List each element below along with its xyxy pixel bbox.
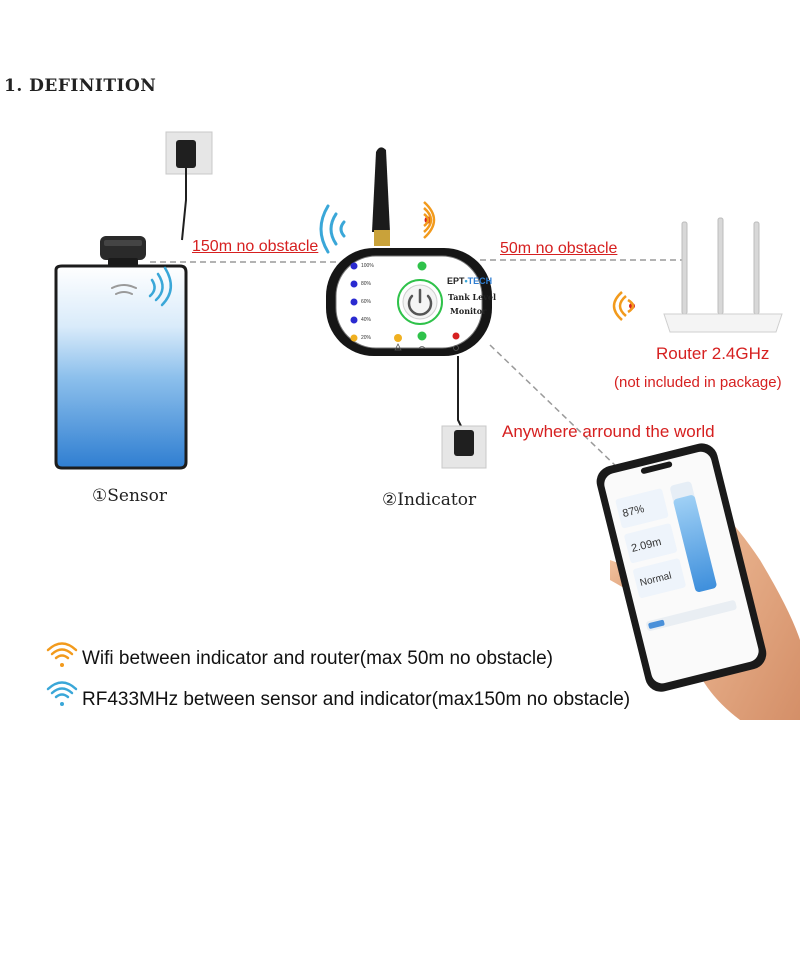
led-alarm xyxy=(394,334,402,342)
router-label: Router 2.4GHz xyxy=(656,344,770,363)
legend-wifi-text: Wifi between indicator and router(max 50… xyxy=(82,648,554,669)
sensor-wave-icon xyxy=(111,266,172,307)
sensor-power-outlet xyxy=(165,131,213,241)
led-top xyxy=(417,261,427,271)
status-leds xyxy=(394,261,460,351)
indicator-caption: ②Indicator xyxy=(382,490,477,510)
sensor-range-label: 150m no obstacle xyxy=(192,238,319,255)
level-label-100: 100% xyxy=(361,263,374,269)
level-label-60: 60% xyxy=(361,299,372,305)
router-note: (not included in package) xyxy=(614,374,782,391)
indicator-power-outlet xyxy=(441,356,487,469)
brand-left: EPT xyxy=(447,276,465,286)
led-100 xyxy=(350,262,358,270)
system-diagram xyxy=(46,131,800,720)
antenna xyxy=(372,147,390,246)
ultrasonic-sensor xyxy=(100,236,146,266)
drop-icon: • xyxy=(464,276,468,286)
legend-wifi-icon xyxy=(46,642,78,667)
legend-rf-icon xyxy=(46,681,78,706)
level-label-80: 80% xyxy=(361,281,372,287)
sensor-caption: ①Sensor xyxy=(92,486,167,506)
legend-rf-text: RF433MHz between sensor and indicator(ma… xyxy=(82,689,631,710)
power-button[interactable] xyxy=(397,279,443,325)
led-80 xyxy=(350,280,358,288)
section-heading: 1. DEFINITION xyxy=(4,76,157,96)
router xyxy=(663,217,783,333)
product-name-line1: Tank Level xyxy=(448,292,497,302)
level-label-40: 40% xyxy=(361,317,372,323)
router-wifi-wave-icon xyxy=(612,291,635,321)
led-40 xyxy=(350,316,358,324)
anywhere-label: Anywhere arround the world xyxy=(502,422,715,441)
brand-label: EPT•TECH xyxy=(447,276,492,286)
brand-right: TECH xyxy=(467,276,493,286)
router-range-label: 50m no obstacle xyxy=(500,240,618,257)
led-power xyxy=(452,332,460,340)
led-20 xyxy=(350,334,358,342)
level-label-20: 20% xyxy=(361,335,372,341)
connection-lines xyxy=(150,259,690,471)
led-60 xyxy=(350,298,358,306)
product-name-line2: Monitor xyxy=(450,306,487,316)
led-wifi xyxy=(417,331,427,341)
rf-wave-icon xyxy=(319,204,346,254)
indicator-wifi-wave-icon xyxy=(423,201,436,239)
level-leds xyxy=(350,262,358,342)
smartphone xyxy=(596,443,767,692)
water-tank xyxy=(54,264,188,470)
